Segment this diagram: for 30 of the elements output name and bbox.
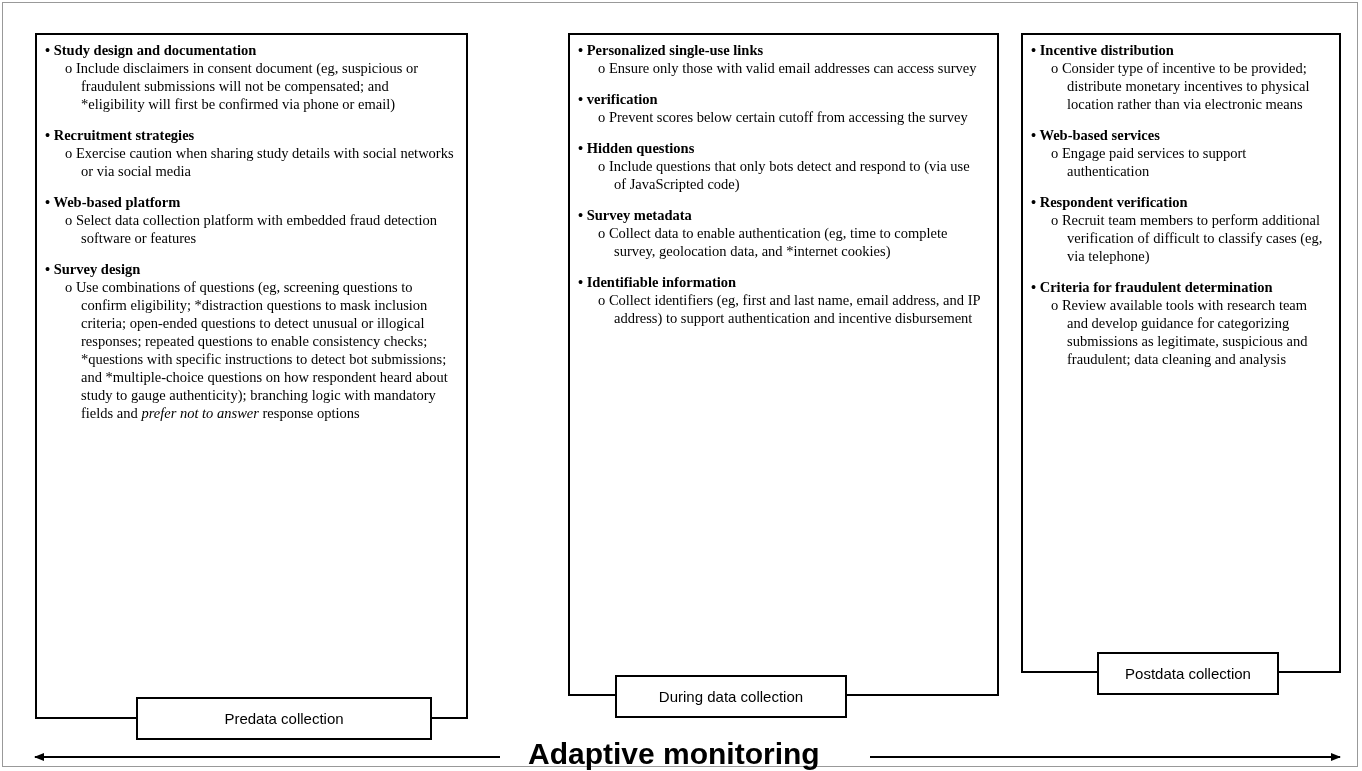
bullet-heading: • Study design and documentation xyxy=(45,41,258,59)
bullet-text: o Engage paid services to support authentication xyxy=(1050,144,1248,180)
bullet-heading: • Identifiable information xyxy=(578,273,738,291)
bullet-text: o Collect identifiers (eg, first and last name, email address, and IP address) to support authentication and incentive disbursement xyxy=(597,291,981,327)
bullet-text: o Exercise caution when sharing study details with social networks or via social media xyxy=(64,144,454,180)
bullet-text: o Include questions that only bots detect and respond to (via use of JavaScripted code) xyxy=(597,157,971,193)
bullet-text: o Ensure only those with valid email addresses can access survey xyxy=(597,59,978,77)
stage-tab: During data collection xyxy=(615,675,847,718)
bullet-text: o Prevent scores below certain cutoff from accessing the survey xyxy=(597,108,969,126)
stage-tab: Postdata collection xyxy=(1097,652,1279,695)
bullet-text: o Review available tools with research team and develop guidance for categorizing submissions as legitimate, suspicious and fraudulent; data cleaning and analysis xyxy=(1050,296,1309,368)
arrow-caption: Adaptive monitoring xyxy=(528,737,820,771)
bullet-heading: • Criteria for fraudulent determination xyxy=(1031,278,1274,296)
bullet-heading: • Recruitment strategies xyxy=(45,126,196,144)
bullet-text: o Recruit team members to perform additional verification of difficult to classify cases (eg, via telephone) xyxy=(1050,211,1324,265)
bullet-text: o Use combinations of questions (eg, screening questions to confirm eligibility; *distraction questions to mask inclusion criteria; open-ended questions to detect unusual or illogical responses; repeated questions to enable consistency checks; *questions with specific instructions to detect bot submissions; and *multiple-choice questions on how respondent heard about study to gauge authenticity); branching logic with mandatory fields and prefer not to answer response options xyxy=(64,278,449,422)
bullet-heading: • Respondent verification xyxy=(1031,193,1189,211)
bullet-heading: • Incentive distribution xyxy=(1031,41,1175,59)
stage-tab: Predata collection xyxy=(136,697,432,740)
bullet-heading: • Hidden questions xyxy=(578,139,696,157)
bullet-text: o Select data collection platform with embedded fraud detection software or features xyxy=(64,211,439,247)
bullet-heading: • verification xyxy=(578,90,659,108)
bullet-heading: • Web-based services xyxy=(1031,126,1161,144)
bullet-heading: • Survey design xyxy=(45,260,142,278)
bullet-text: o Consider type of incentive to be provided; distribute monetary incentives to physical location rather than via electronic means xyxy=(1050,59,1311,113)
bullet-heading: • Personalized single-use links xyxy=(578,41,765,59)
bullet-text: o Include disclaimers in consent document (eg, suspicious or fraudulent submissions will not be compensated; and *eligibility will first be confirmed via phone or email) xyxy=(64,59,420,113)
bullet-text: o Collect data to enable authentication (eg, time to complete survey, geolocation data, and *internet cookies) xyxy=(597,224,949,260)
bullet-heading: • Web-based platform xyxy=(45,193,182,211)
bullet-heading: • Survey metadata xyxy=(578,206,693,224)
